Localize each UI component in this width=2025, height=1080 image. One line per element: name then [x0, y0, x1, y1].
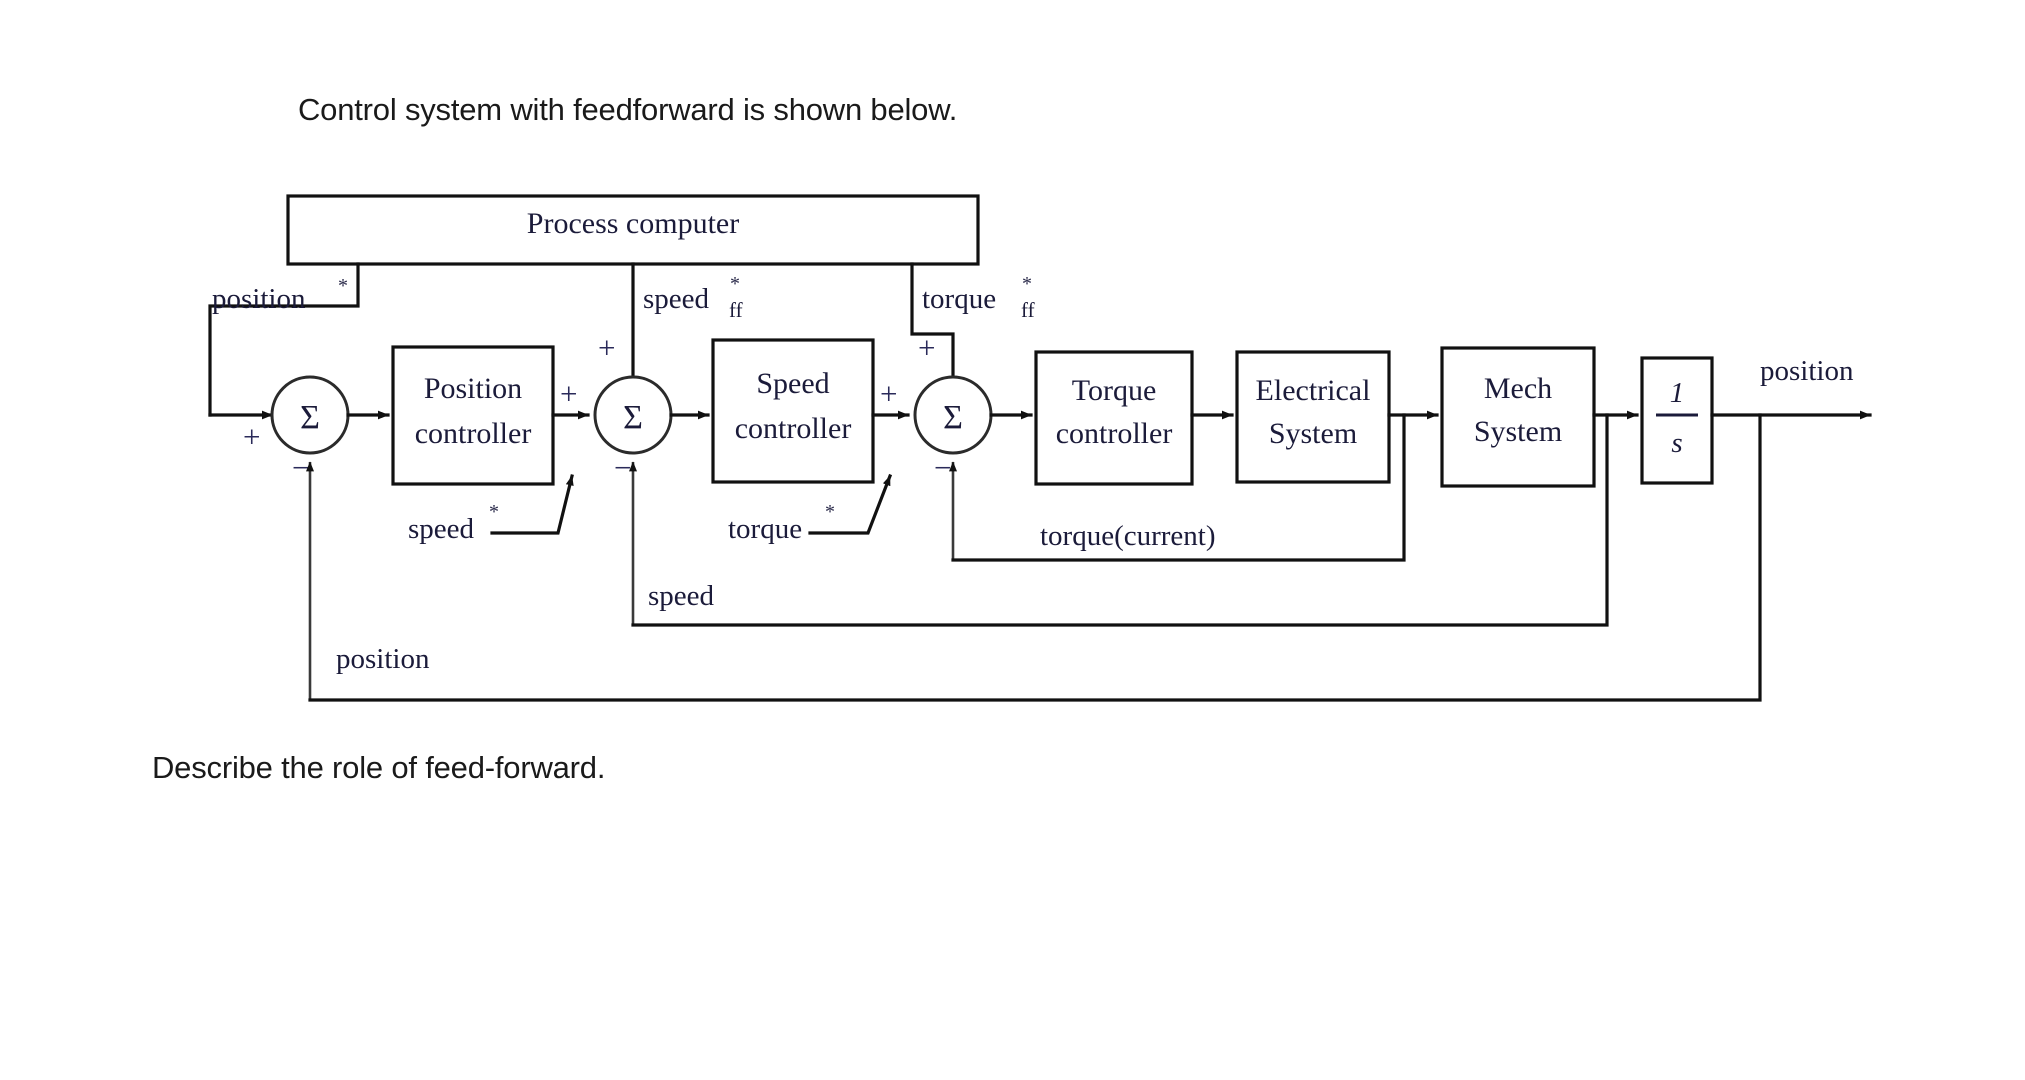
wire-torque-ff-into-sum	[910, 262, 958, 400]
label-speed-ff-reference: speed * ff	[643, 273, 743, 322]
label-torque-ff-reference: torque * ff	[922, 273, 1035, 322]
torque-sum-sign-left: +	[880, 376, 897, 411]
wire-torque-current-feedback-path	[951, 413, 1406, 562]
speed-sum-symbol: Σ	[623, 399, 643, 436]
position-controller-box	[391, 345, 555, 486]
torque-sum-sign-top: +	[918, 330, 935, 365]
mech-system-label-line2: System	[1474, 415, 1562, 448]
torque-sum-sign-bottom: −	[934, 450, 951, 485]
speed-controller-label-line2: controller	[735, 412, 852, 445]
svg-text:*: *	[1022, 273, 1032, 295]
svg-text:torque: torque	[728, 513, 802, 545]
electrical-system-box	[1235, 350, 1391, 484]
process-computer-label: Process computer	[527, 207, 739, 240]
torque-sum-symbol: Σ	[943, 399, 963, 436]
position-controller-label-line1: Position	[424, 372, 522, 405]
svg-text:*: *	[825, 501, 835, 523]
wire-torque-ref-annotation	[808, 473, 893, 535]
intro-text: Control system with feedforward is shown…	[298, 92, 958, 127]
electrical-system-label-line1: Electrical	[1256, 374, 1371, 407]
wire-speed-feedback-path	[631, 413, 1609, 627]
speed-controller-box	[711, 338, 875, 484]
svg-text:ff: ff	[1021, 298, 1035, 322]
integrator-box	[1640, 356, 1714, 485]
svg-text:torque: torque	[922, 283, 996, 315]
speed-controller-label-line1: Speed	[756, 367, 829, 400]
wire-position-reference	[208, 262, 360, 417]
question-text: Describe the role of feed-forward.	[152, 750, 606, 785]
position-controller-label-line2: controller	[415, 417, 532, 450]
mech-system-box	[1440, 346, 1596, 488]
svg-text:*: *	[489, 501, 499, 523]
torque-controller-label-line1: Torque	[1072, 374, 1157, 407]
integrator-numerator: 1	[1670, 377, 1685, 409]
integrator-denominator: s	[1671, 427, 1682, 459]
wire-speed-ref-annotation	[490, 474, 574, 535]
speed-sum-sign-left: +	[560, 376, 577, 411]
mech-system-label-line1: Mech	[1484, 372, 1552, 405]
label-position-output: position	[1760, 355, 1854, 387]
electrical-system-label-line2: System	[1269, 417, 1357, 450]
svg-text:position: position	[212, 283, 306, 315]
position-sum-sign-bottom: −	[292, 450, 309, 485]
position-sum-symbol: Σ	[300, 399, 320, 436]
svg-text:*: *	[730, 273, 740, 295]
wire-position-feedback-path	[308, 413, 1762, 702]
position-sum-sign-left: +	[243, 419, 260, 454]
label-speed-reference: speed *	[408, 501, 499, 545]
torque-controller-label-line2: controller	[1056, 417, 1173, 450]
svg-text:ff: ff	[729, 298, 743, 322]
label-speed-feedback: speed	[648, 580, 715, 612]
svg-text:speed: speed	[643, 283, 710, 315]
speed-sum-sign-top: +	[598, 330, 615, 365]
label-torque-reference: torque *	[728, 501, 835, 545]
speed-sum-sign-bottom: −	[614, 450, 631, 485]
svg-text:speed: speed	[408, 513, 475, 545]
label-position-reference: position *	[212, 275, 348, 315]
label-torque-current-feedback: torque(current)	[1040, 520, 1216, 552]
label-position-feedback: position	[336, 643, 430, 675]
torque-controller-box	[1034, 350, 1194, 486]
svg-text:*: *	[338, 275, 348, 297]
